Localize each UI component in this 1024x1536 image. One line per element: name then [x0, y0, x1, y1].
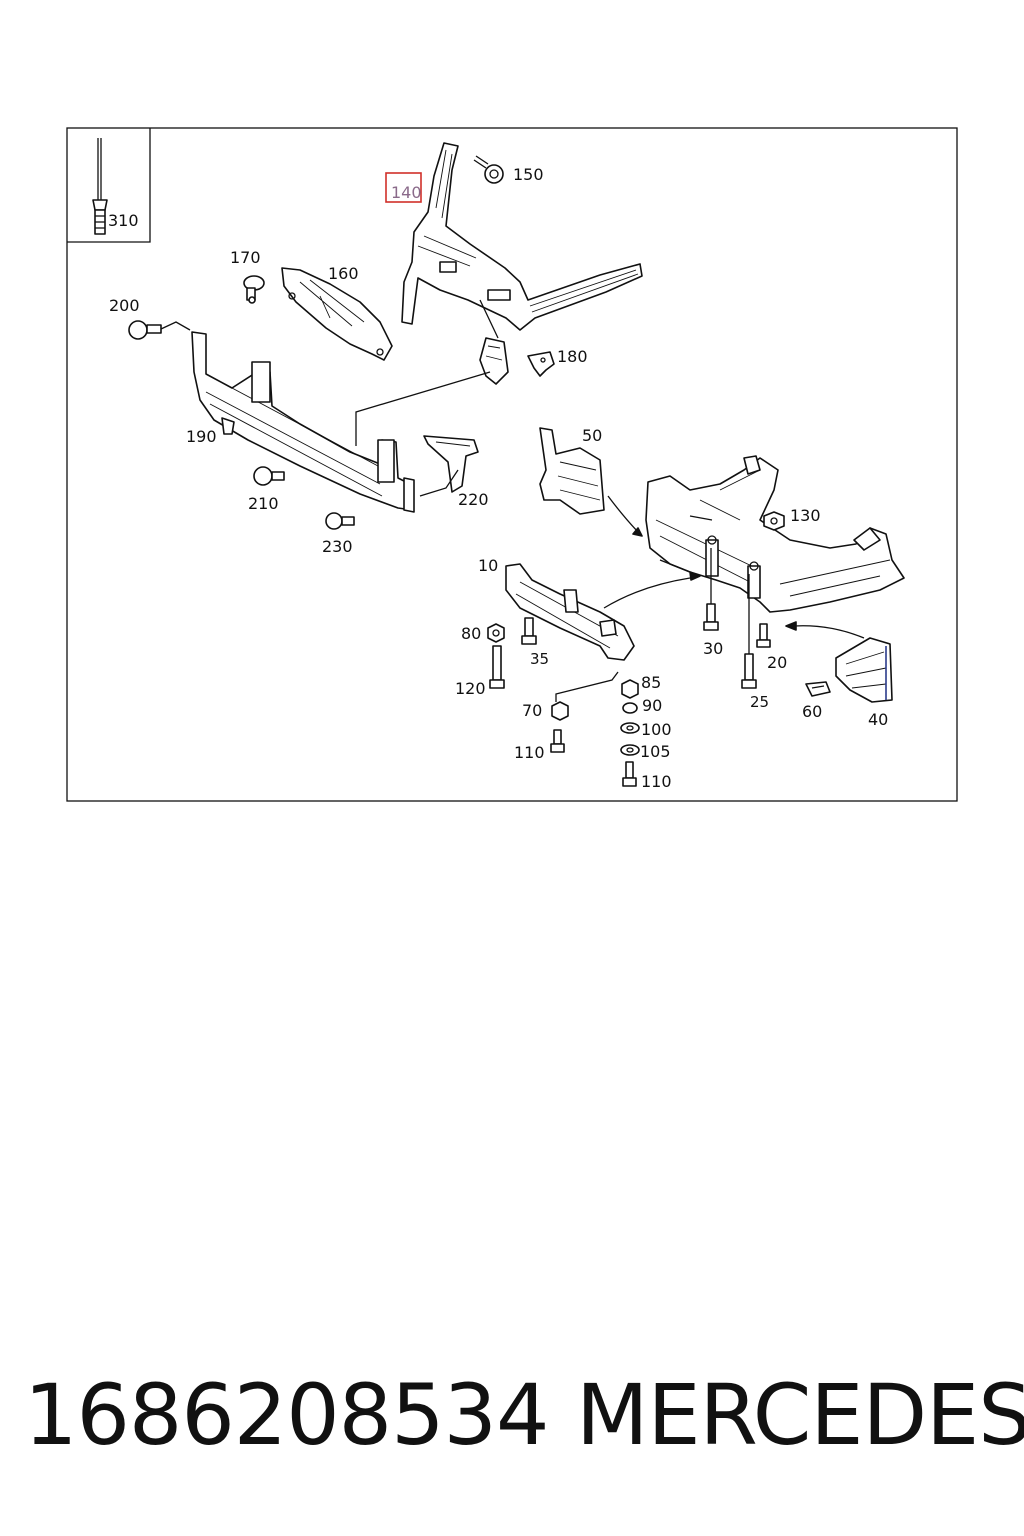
bolt-110-right: [622, 761, 637, 787]
arrow-40: [793, 625, 865, 639]
highlight-box-140: [385, 172, 422, 203]
inset-box: [67, 128, 151, 243]
label-130: 130: [790, 506, 821, 525]
footer: 1686208534 MERCEDES: [0, 1360, 1024, 1470]
label-10: 10: [478, 556, 498, 575]
label-85: 85: [641, 673, 661, 692]
label-170: 170: [230, 248, 261, 267]
label-35: 35: [530, 650, 549, 668]
bolt-150: [473, 155, 504, 184]
label-190: 190: [186, 427, 217, 446]
beam-10: [505, 563, 635, 661]
label-110-left: 110: [514, 743, 545, 762]
leader-190-140: [355, 371, 491, 446]
part-number: 1686208534: [24, 1366, 549, 1464]
label-100: 100: [641, 720, 672, 739]
shield-50: [539, 427, 605, 515]
label-140: 140: [391, 183, 422, 202]
label-70: 70: [522, 701, 542, 720]
label-60: 60: [802, 702, 822, 721]
bolt-230: [325, 512, 355, 530]
bolt-110-left: [550, 729, 565, 753]
clip-60: [805, 681, 831, 697]
rivet-310: [92, 138, 108, 235]
label-40: 40: [868, 710, 888, 729]
label-120: 120: [455, 679, 486, 698]
label-220: 220: [458, 490, 489, 509]
clip-170: [243, 275, 265, 304]
brand-name: MERCEDES: [576, 1366, 1024, 1464]
air-guide-160: [281, 267, 393, 361]
shield-40: [835, 637, 893, 703]
bolt-210: [253, 466, 285, 486]
subframe-assembly: [645, 455, 905, 613]
bolt-25: [741, 574, 757, 689]
label-90: 90: [642, 696, 662, 715]
washer-90: [622, 702, 638, 714]
bolt-200: [128, 320, 191, 340]
label-50: 50: [582, 426, 602, 445]
label-310: 310: [108, 211, 139, 230]
nut-130: [763, 511, 785, 531]
label-105: 105: [640, 742, 671, 761]
washer-100: [620, 722, 640, 734]
bolt-120: [489, 645, 505, 689]
nut-80: [487, 623, 505, 643]
label-110-right: 110: [641, 772, 672, 791]
label-210: 210: [248, 494, 279, 513]
label-80: 80: [461, 624, 481, 643]
label-30: 30: [703, 639, 723, 658]
label-160: 160: [328, 264, 359, 283]
washer-105: [620, 744, 640, 756]
parts-diagram: 140 150 170 160 200 180: [66, 127, 958, 802]
bolt-35: [521, 617, 537, 645]
label-150: 150: [513, 165, 544, 184]
label-200: 200: [109, 296, 140, 315]
bracket-180: [527, 351, 555, 377]
bushing-85: [621, 679, 639, 699]
bracket-220: [419, 435, 479, 497]
bolt-20: [756, 623, 771, 648]
label-180: 180: [557, 347, 588, 366]
crossmember-190: [191, 331, 415, 513]
bolt-30: [703, 548, 719, 631]
nut-70: [551, 671, 619, 721]
label-25: 25: [750, 693, 769, 711]
arrow-10: [603, 577, 691, 609]
label-230: 230: [322, 537, 353, 556]
label-20: 20: [767, 653, 787, 672]
diagram-frame: [66, 127, 958, 802]
